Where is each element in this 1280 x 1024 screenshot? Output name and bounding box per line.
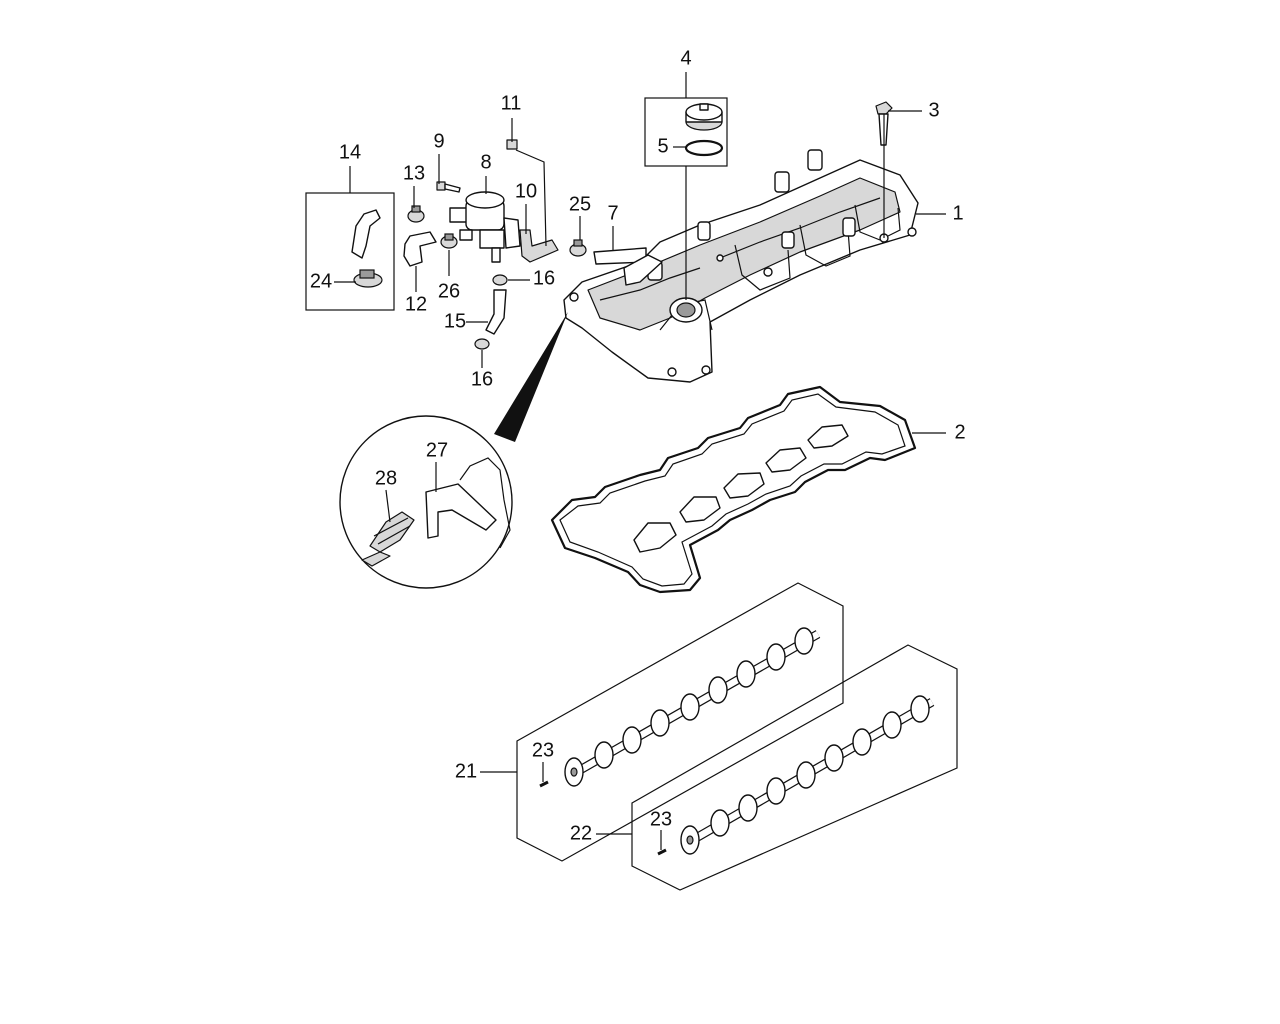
clamp-24: [353, 269, 383, 288]
callout-28: 28: [375, 467, 397, 489]
oil-filler-cap: [685, 103, 723, 131]
clamp-16-upper: [492, 274, 508, 286]
detail-pointer: [494, 312, 568, 442]
hose-12: [403, 231, 437, 267]
camshaft-21: [564, 627, 821, 787]
callout-23-upper: 23: [532, 739, 554, 761]
oil-cap-seal: [684, 139, 724, 157]
group-box-22: [631, 644, 958, 891]
callout-8: 8: [480, 151, 491, 173]
group-box-21: [516, 582, 844, 862]
callout-5: 5: [657, 135, 668, 157]
hose-15: [485, 289, 507, 335]
callout-10: 10: [515, 180, 537, 202]
callout-1: 1: [952, 202, 963, 224]
separator-bracket: [519, 229, 559, 263]
bolt-9: [436, 181, 461, 193]
callout-21: 21: [455, 760, 477, 782]
cover-gasket: [550, 385, 917, 594]
clamp-16-lower: [474, 338, 490, 350]
callout-26: 26: [438, 280, 460, 302]
callout-4: 4: [680, 47, 691, 69]
callout-12: 12: [405, 293, 427, 315]
clamp-25: [569, 239, 587, 257]
callout-13: 13: [403, 162, 425, 184]
callout-27: 27: [426, 439, 448, 461]
dowel-pin-23-lower: [657, 848, 667, 856]
callout-16-upper: 16: [533, 267, 555, 289]
callout-24: 24: [310, 270, 332, 292]
callout-11: 11: [501, 92, 522, 114]
leader-lines: [334, 72, 946, 850]
callout-25: 25: [569, 193, 591, 215]
oil-separator: [449, 191, 521, 263]
clamp-13: [407, 205, 425, 223]
callout-3: 3: [928, 99, 939, 121]
group-box-14: [305, 192, 395, 311]
camshaft-22: [680, 695, 935, 855]
callout-16-lower: 16: [471, 368, 493, 390]
hose-14: [351, 209, 381, 259]
callout-9: 9: [433, 130, 444, 152]
detail-contents: [361, 457, 511, 567]
oil-filler-neck: [593, 247, 663, 286]
valve-cover: [563, 149, 919, 383]
callout-15: 15: [444, 310, 466, 332]
dowel-pin-23-upper: [539, 780, 549, 788]
clamp-26: [440, 233, 458, 249]
callout-7: 7: [607, 202, 618, 224]
callout-14: 14: [339, 141, 361, 163]
callout-23-lower: 23: [650, 808, 672, 830]
callout-2: 2: [954, 421, 965, 443]
callout-22: 22: [570, 822, 592, 844]
